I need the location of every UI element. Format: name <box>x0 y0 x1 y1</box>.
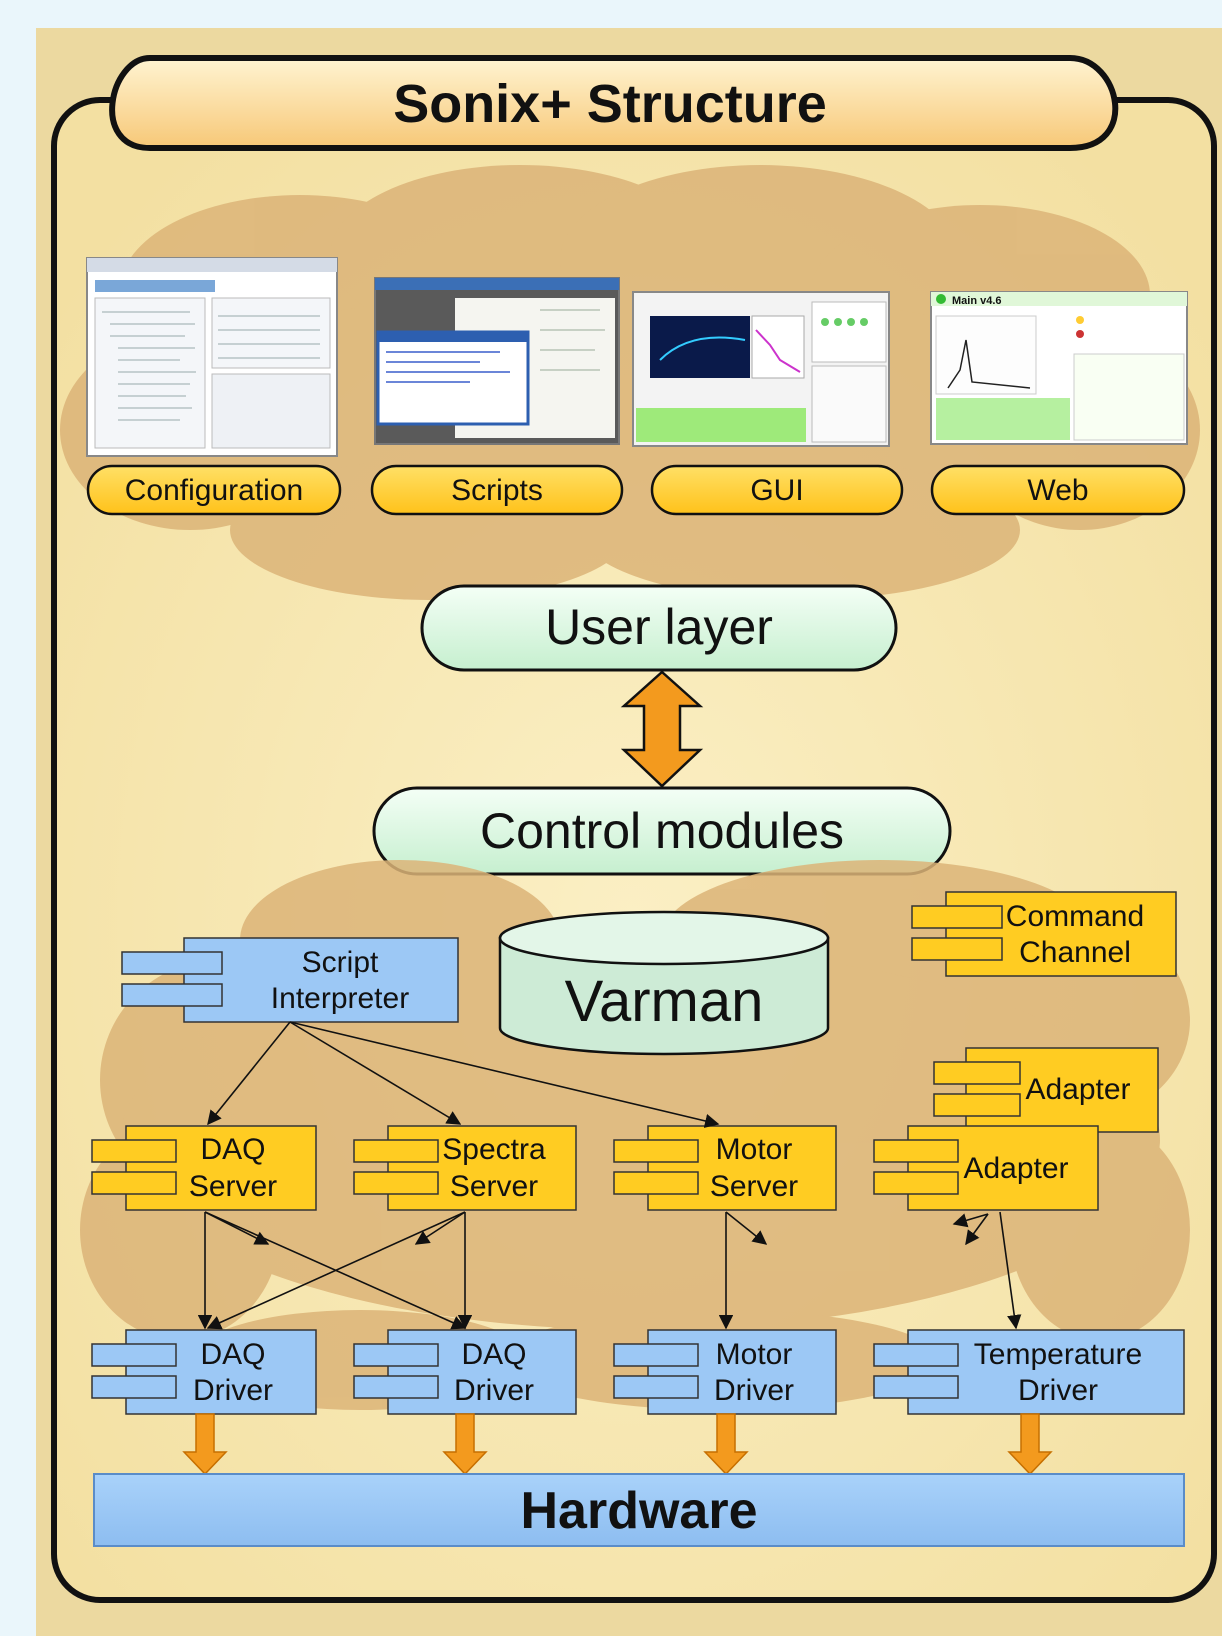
daq-server-component[interactable]: DAQ Server <box>91 1125 317 1211</box>
interpreter-to-motor-server-arrow <box>289 1021 720 1128</box>
hardware-label: Hardware <box>521 1482 758 1540</box>
web-thumbnail: Main v4.6 <box>930 291 1188 445</box>
adapter-front-label: Adapter <box>963 1152 1068 1185</box>
varman-database[interactable]: Varman <box>498 910 830 1056</box>
adapter-side-arrow-1 <box>965 1213 989 1246</box>
user-layer-label: User layer <box>545 599 773 655</box>
layer-link-arrow <box>620 670 704 788</box>
server-line-1: DAQ <box>200 1133 265 1166</box>
varman-label: Varman <box>565 969 764 1034</box>
driver-line-1: Motor <box>716 1338 793 1371</box>
command-channel-component[interactable]: Command Channel <box>911 891 1177 977</box>
motor-driver-to-hardware-arrow <box>703 1413 749 1476</box>
temperature-driver-component[interactable]: Temperature Driver <box>873 1329 1185 1415</box>
server-line-2: Server <box>189 1170 277 1203</box>
server-line-2: Server <box>710 1170 798 1203</box>
control-modules-label: Control modules <box>480 803 844 859</box>
interpreter-to-daq-server-arrow <box>207 1021 291 1126</box>
daq-driver-1-component[interactable]: DAQ Driver <box>91 1329 317 1415</box>
scripts-thumbnail <box>374 277 620 445</box>
adapter-back-label: Adapter <box>1025 1073 1130 1106</box>
diagram-title: Sonix+ Structure <box>393 74 827 134</box>
app-pill-label: Web <box>1027 474 1088 507</box>
app-pill-label: Configuration <box>125 474 303 507</box>
app-pill-scripts[interactable]: Scripts <box>370 464 624 516</box>
title-banner <box>109 55 1119 151</box>
script-interpreter-line-1: Script <box>302 946 379 979</box>
adapter-side-arrow-2 <box>952 1213 989 1228</box>
daq-driver-2-to-hardware-arrow <box>442 1413 488 1476</box>
script-interpreter-line-2: Interpreter <box>271 982 409 1015</box>
driver-line-2: Driver <box>193 1374 273 1407</box>
driver-line-1: Temperature <box>974 1338 1142 1371</box>
driver-line-1: DAQ <box>461 1338 526 1371</box>
driver-line-2: Driver <box>714 1374 794 1407</box>
control-modules-pill[interactable]: Control modules <box>372 786 952 876</box>
adapter-front-component[interactable]: Adapter <box>873 1125 1099 1211</box>
gui-thumbnail <box>632 291 890 447</box>
daq-driver-1-to-hardware-arrow <box>182 1413 228 1476</box>
spectra-server-side-arrow <box>414 1211 466 1245</box>
adapter-to-temperature-driver-arrow <box>999 1211 1022 1330</box>
temperature-driver-to-hardware-arrow <box>1007 1413 1053 1476</box>
motor-driver-component[interactable]: Motor Driver <box>613 1329 837 1415</box>
server-line-1: Spectra <box>442 1133 546 1166</box>
driver-line-1: DAQ <box>200 1338 265 1371</box>
interpreter-to-spectra-server-arrow <box>289 1021 462 1125</box>
connector-arrows <box>197 1021 1022 1330</box>
server-line-2: Server <box>450 1170 538 1203</box>
command-channel-line-1: Command <box>1006 900 1144 933</box>
motor-server-component[interactable]: Motor Server <box>613 1125 837 1211</box>
hardware-bar[interactable]: Hardware <box>93 1473 1185 1547</box>
app-pill-web[interactable]: Web <box>930 464 1186 516</box>
daq-server-side-arrow <box>204 1211 270 1245</box>
hardware-arrows <box>182 1413 1053 1476</box>
driver-line-2: Driver <box>454 1374 534 1407</box>
app-pill-configuration[interactable]: Configuration <box>86 464 342 516</box>
app-pill-gui[interactable]: GUI <box>650 464 904 516</box>
spectra-server-component[interactable]: Spectra Server <box>353 1125 577 1211</box>
command-channel-line-2: Channel <box>1019 936 1131 969</box>
server-line-1: Motor <box>716 1133 793 1166</box>
web-thumbnail-title: Main v4.6 <box>952 295 1002 307</box>
motor-server-side-arrow <box>725 1211 768 1245</box>
app-pill-label: Scripts <box>451 474 543 507</box>
daq-driver-2-component[interactable]: DAQ Driver <box>353 1329 577 1415</box>
app-pill-label: GUI <box>750 474 803 507</box>
configuration-thumbnail <box>86 257 338 457</box>
adapter-back-component[interactable]: Adapter <box>933 1047 1159 1133</box>
script-interpreter-component[interactable]: Script Interpreter <box>121 937 459 1023</box>
user-layer-pill[interactable]: User layer <box>420 584 898 672</box>
driver-line-2: Driver <box>1018 1374 1098 1407</box>
